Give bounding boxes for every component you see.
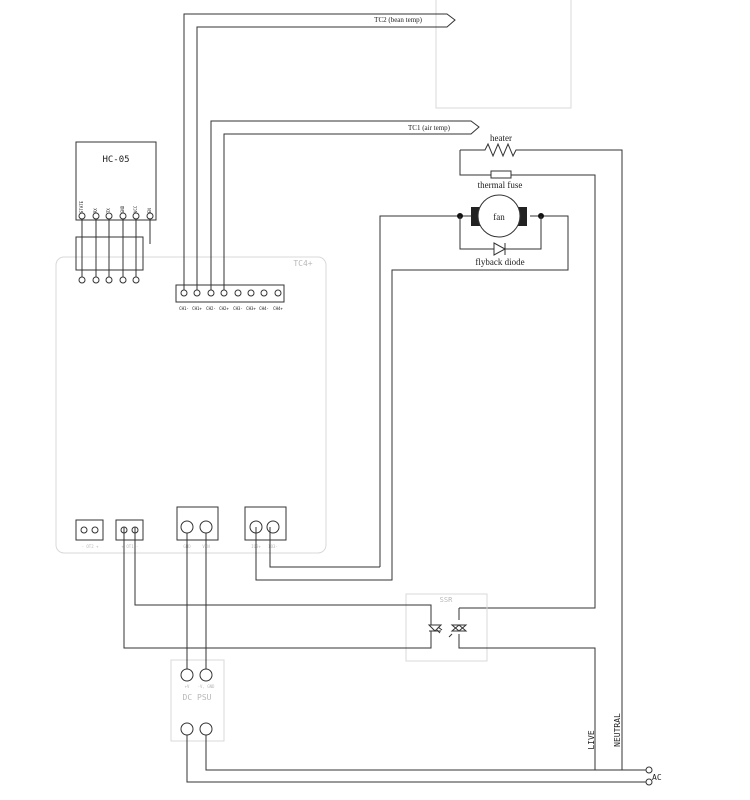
ac-label: AC — [652, 773, 662, 782]
thermocouple-pins — [180, 289, 282, 297]
ssr-control-minus — [123, 527, 432, 649]
fan-brush-right — [517, 207, 527, 226]
ch3-minus-pin — [234, 289, 242, 297]
heater-resistor — [460, 142, 623, 770]
ch1-minus-pin — [180, 289, 188, 297]
fuse-to-ssr — [459, 174, 596, 609]
psu-ac-in-pin-2 — [199, 722, 213, 736]
frame-outline — [435, 0, 572, 109]
ot1-connector — [115, 519, 144, 541]
hc05-pin-labels: STATE RX TX GND VCC EN — [79, 200, 152, 213]
hc05-pin-label: RX — [93, 208, 98, 213]
hc05-pin-label: VCC — [133, 205, 138, 213]
thermo-label: CH2- — [206, 306, 216, 311]
hc05-pin-label: STATE — [79, 200, 84, 213]
psu-out-minus-label: -V, GND — [198, 684, 215, 689]
tc1-wire-a — [210, 120, 460, 290]
fan-supply-wire — [379, 215, 471, 567]
ssr-box — [405, 593, 488, 662]
ch1-plus-pin — [193, 289, 201, 297]
neutral-label: NEUTRAL — [613, 713, 622, 747]
fan-plus-wire — [255, 215, 569, 581]
mains-neutral-wire — [186, 735, 646, 783]
tc1-probe-tip — [460, 120, 480, 135]
ch2-plus-pin — [220, 289, 228, 297]
tc2-wire-b — [196, 26, 436, 290]
ch2-minus-pin — [207, 289, 215, 297]
ssr-label: SSR — [440, 596, 453, 604]
psu-ac-in-pin-1 — [180, 722, 194, 736]
hc05-pin-label: TX — [106, 208, 111, 213]
ot2-pin-minus — [80, 526, 88, 534]
ch4-plus-pin — [274, 289, 282, 297]
fan-minus-wire — [269, 527, 380, 568]
ssr-control-plus — [134, 527, 432, 625]
thermo-label: CH3+ — [246, 306, 256, 311]
ot2-label: - OT2 + — [82, 544, 99, 549]
fan-brush-left — [471, 207, 481, 226]
hc05-module — [75, 141, 157, 221]
ch3-plus-pin — [247, 289, 255, 297]
fan-motor — [477, 194, 521, 238]
thermo-label: CH4+ — [273, 306, 283, 311]
hc05-pin-label: EN — [147, 208, 152, 213]
thermo-label: CH1- — [179, 306, 189, 311]
tc2-wire-a — [183, 13, 436, 290]
thermocouple-labels: CH1- CH1+ CH2- CH2+ CH3- CH3+ CH4- CH4+ — [179, 306, 283, 311]
ot2-pin-plus — [91, 526, 99, 534]
hc05-header-pins — [78, 276, 140, 284]
thermo-label: CH3- — [233, 306, 243, 311]
thermo-label: CH2+ — [219, 306, 229, 311]
tc2-label: TC2 (bean temp) — [374, 16, 422, 24]
psu-title: DC PSU — [183, 693, 212, 702]
fan-minus-pin — [266, 520, 280, 534]
live-label: LIVE — [587, 730, 596, 749]
ch4-minus-pin — [260, 289, 268, 297]
hc05-title: HC-05 — [102, 155, 129, 165]
hc05-adapter — [75, 212, 154, 284]
ac-live-terminal — [645, 766, 653, 774]
tc2-probe-tip — [436, 13, 456, 28]
tc4-title: TC4+ — [293, 259, 312, 268]
thermocouple-terminal-block — [175, 284, 285, 303]
tc1-wire-b — [223, 133, 460, 290]
heater-label: heater — [490, 133, 512, 143]
thermo-label: CH1+ — [192, 306, 202, 311]
ssr-load-bottom — [458, 634, 596, 770]
ot1-label: + OT1 - — [122, 544, 139, 549]
ot2-connector — [75, 519, 104, 541]
ssr-input-led — [427, 624, 443, 634]
power-vin-pin — [199, 520, 213, 534]
psu-out-plus-pin — [180, 668, 194, 682]
ssr-triac — [448, 615, 468, 638]
diode-wires — [459, 216, 542, 250]
ac-neutral-terminal — [645, 778, 653, 786]
mains-live-wire — [205, 735, 646, 771]
power-gnd-pin — [180, 520, 194, 534]
dc-psu-box — [170, 659, 225, 742]
hc05-pin-label: GND — [120, 205, 125, 213]
thermo-label: CH4- — [259, 306, 269, 311]
flyback-diode-label: flyback diode — [475, 257, 524, 267]
fan-minus-label: IO3- — [268, 544, 278, 549]
tc1-label: TC1 (air temp) — [408, 124, 451, 132]
heater-to-fuse — [459, 150, 491, 176]
psu-out-minus-pin — [199, 668, 213, 682]
thermal-fuse — [490, 170, 512, 179]
flyback-diode — [493, 242, 507, 256]
fan-label: fan — [493, 212, 505, 222]
psu-out-plus-label: +V — [185, 684, 190, 689]
hc05-top-pins — [78, 212, 154, 220]
thermal-fuse-label: thermal fuse — [478, 180, 523, 190]
tc4-board — [55, 256, 327, 554]
